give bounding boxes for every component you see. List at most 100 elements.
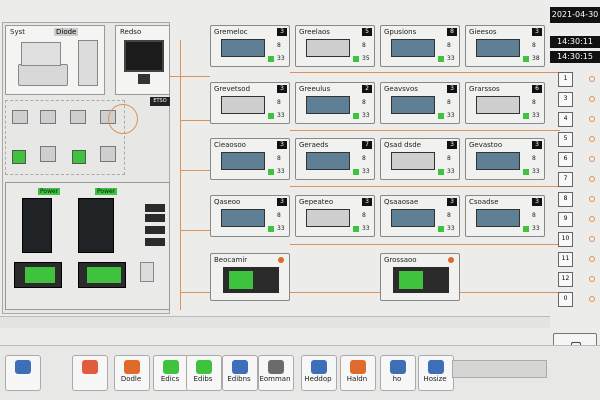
device-name: Geraeds [299,141,329,149]
status-indicator[interactable]: 5 [558,132,595,147]
device-id-badge: 5 [362,28,372,36]
device-status-led [523,169,529,175]
device-status-led [438,113,444,119]
io-module-icon[interactable] [40,110,56,124]
status-indicator[interactable]: 11 [558,252,595,267]
etso-button[interactable]: ETSO [150,97,170,106]
toolbar-button-label: Haldn [346,375,368,383]
status-dot-icon [589,256,595,262]
bus-wire [180,292,560,293]
time-display: 14:30:11 [550,36,600,48]
toolbar-button[interactable] [153,355,189,391]
toolbar-button-label: ho [392,375,402,383]
device-display [476,39,520,57]
status-indicator-label: 9 [563,215,568,222]
server-rack-icon[interactable] [22,198,52,253]
device-value: 8 [277,155,281,162]
toolbar-button[interactable] [186,355,222,391]
toolbar-button[interactable] [258,355,294,391]
status-dot-icon [589,276,595,282]
toolbar-button-icon [428,360,444,374]
connector-icon[interactable] [145,214,165,222]
transducer-icon[interactable] [140,262,154,282]
plc-module[interactable] [14,262,62,288]
controller-box[interactable]: Grossaoo [380,253,460,301]
workstation-box[interactable]: Syst Diode [5,25,105,95]
device-name: Qaseoo [214,198,241,206]
status-indicator[interactable]: 12 [558,272,595,287]
connector-icon[interactable] [145,204,165,212]
status-indicator[interactable]: 7 [558,172,595,187]
status-indicator-label: 11 [561,255,570,262]
connector-icon[interactable] [145,226,165,234]
io-module-green-icon[interactable] [12,150,26,164]
device-value-2: 33 [447,225,455,232]
device-value: 8 [447,155,451,162]
toolbar-button-icon [390,360,406,374]
io-module-icon[interactable] [40,146,56,162]
device-display [306,96,350,114]
monitor-box[interactable]: Redso [115,25,170,95]
status-indicator[interactable]: 0 [558,292,595,307]
status-indicator[interactable]: 3 [558,92,595,107]
toolbar-button-label: Edibs [193,375,213,383]
status-indicator[interactable]: 1 [558,72,595,87]
toolbar-button[interactable] [301,355,337,391]
status-dot-icon [589,156,595,162]
status-indicator[interactable]: 8 [558,192,595,207]
server-rack-icon[interactable] [78,198,114,253]
loop-circle [108,104,138,134]
toolbar-button[interactable] [380,355,416,391]
toolbar-button[interactable] [340,355,376,391]
toolbar-button-icon [232,360,248,374]
toolbar-button[interactable] [114,355,150,391]
toolbar-button[interactable] [222,355,258,391]
monitor-icon [21,42,61,66]
device-display [476,209,520,227]
io-module-icon[interactable] [100,146,116,162]
toolbar-button[interactable] [5,355,41,391]
rack-label-2: Power [95,188,118,195]
io-module-icon[interactable] [70,110,86,124]
toolbar-button[interactable] [418,355,454,391]
toolbar-button-icon [268,360,284,374]
plc-module[interactable] [78,262,126,288]
device-id-badge: 7 [362,141,372,149]
status-indicator[interactable]: 10 [558,232,595,247]
device-name: Greeulus [299,85,331,93]
toolbar-search-field[interactable] [452,360,547,378]
tower-icon [78,40,98,86]
device-id-badge: 3 [277,85,287,93]
device-status-led [438,169,444,175]
device-id-badge: 3 [277,28,287,36]
status-indicator[interactable]: 6 [558,152,595,167]
status-indicator[interactable]: 9 [558,212,595,227]
io-module-green-icon[interactable] [72,150,86,164]
status-indicator[interactable]: 4 [558,112,595,127]
toolbar-button[interactable] [72,355,108,391]
io-module-icon[interactable] [12,110,28,124]
device-name: Gieesos [469,28,497,36]
device-id-badge: 2 [362,85,372,93]
connector-icon[interactable] [145,238,165,246]
device-name: Qsaaosae [384,198,419,206]
controller-box[interactable]: Beocamir [210,253,290,301]
toolbar-button-label: Edibns [227,375,251,383]
time-text-2: 14:30:15 [557,52,593,61]
